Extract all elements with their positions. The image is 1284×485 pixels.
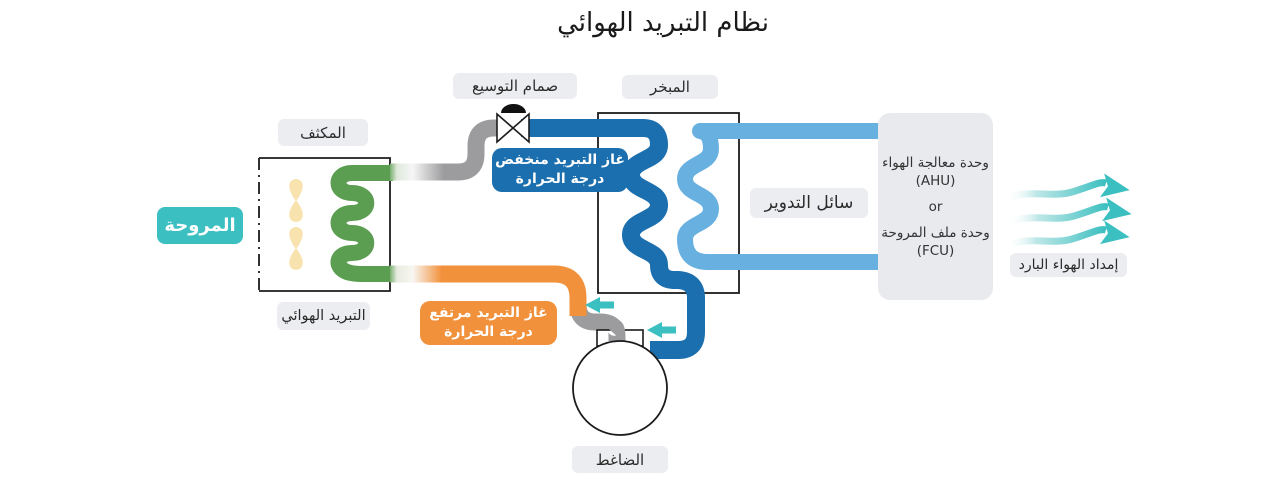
cold-air-arrow (1006, 173, 1130, 202)
fan-blade (289, 227, 303, 249)
flow-arrow-left (585, 297, 614, 313)
flow-arrow-icon (585, 297, 614, 313)
label-air-cooling: التبريد الهوائي (277, 302, 370, 330)
label-circulating-fluid: سائل التدوير (750, 188, 868, 218)
ahu-abbrev: (AHU) (915, 172, 956, 189)
ahu-line: وحدة معالجة الهواء (882, 154, 989, 171)
fan-blade (289, 179, 303, 201)
compressor-inlet-stub (603, 318, 626, 346)
valve-bowtie (496, 112, 530, 144)
refrigerant-pipe-dark-blue (521, 119, 705, 359)
expansion-valve-icon (496, 104, 530, 144)
compressor-body (572, 340, 668, 436)
cold-air-arrow (1006, 220, 1130, 249)
flow-arrow-icon (647, 322, 676, 338)
page-title: نظام التبريد الهوائي (557, 8, 769, 38)
ahu-fcu-unit-box: وحدة معالجة الهواء (AHU) or وحدة ملف الم… (878, 113, 993, 300)
fcu-abbrev: (FCU) (916, 242, 955, 259)
evaporator-box (597, 112, 740, 294)
valve-dome (501, 104, 526, 113)
label-fan: المروحة (157, 207, 243, 244)
callout-high-temp-gas: غاز التبريد مرتفع درجة الحرارة (420, 301, 557, 345)
suction-pipe-gray (390, 119, 503, 181)
cold-air-arrow (1008, 197, 1132, 226)
fan-blade (289, 200, 303, 222)
hot-gas-pipe-orange (390, 265, 587, 316)
condenser-coil-icon (330, 165, 393, 282)
callout-low-temp-gas: غاز التبريد منخفض درجة الحرارة (492, 148, 628, 192)
callout-low-temp-line2: درجة الحرارة (515, 171, 605, 187)
cold-air-arrows-icon (1006, 173, 1132, 249)
compressor-icon (572, 318, 668, 436)
callout-high-temp-line1: غاز التبريد مرتفع (429, 305, 548, 321)
label-cold-air-supply: إمداد الهواء البارد (1010, 253, 1127, 277)
condenser-box (258, 157, 391, 292)
fcu-line: وحدة ملف المروحة (881, 224, 990, 241)
label-expansion-valve: صمام التوسيع (453, 73, 577, 99)
label-condenser: المكثف (278, 119, 368, 146)
or-separator: or (928, 198, 943, 215)
condenser-box-border (259, 157, 391, 292)
label-evaporator: المبخر (622, 75, 718, 99)
fan-blade (289, 248, 303, 270)
circulating-fluid-pipe (677, 123, 880, 270)
callout-low-temp-line1: غاز التبريد منخفض (495, 152, 625, 168)
callout-high-temp-line2: درجة الحرارة (444, 324, 533, 340)
flow-arrow-left (647, 322, 676, 338)
label-compressor: الضاغط (572, 446, 668, 473)
fan-blades-icon (289, 179, 303, 270)
